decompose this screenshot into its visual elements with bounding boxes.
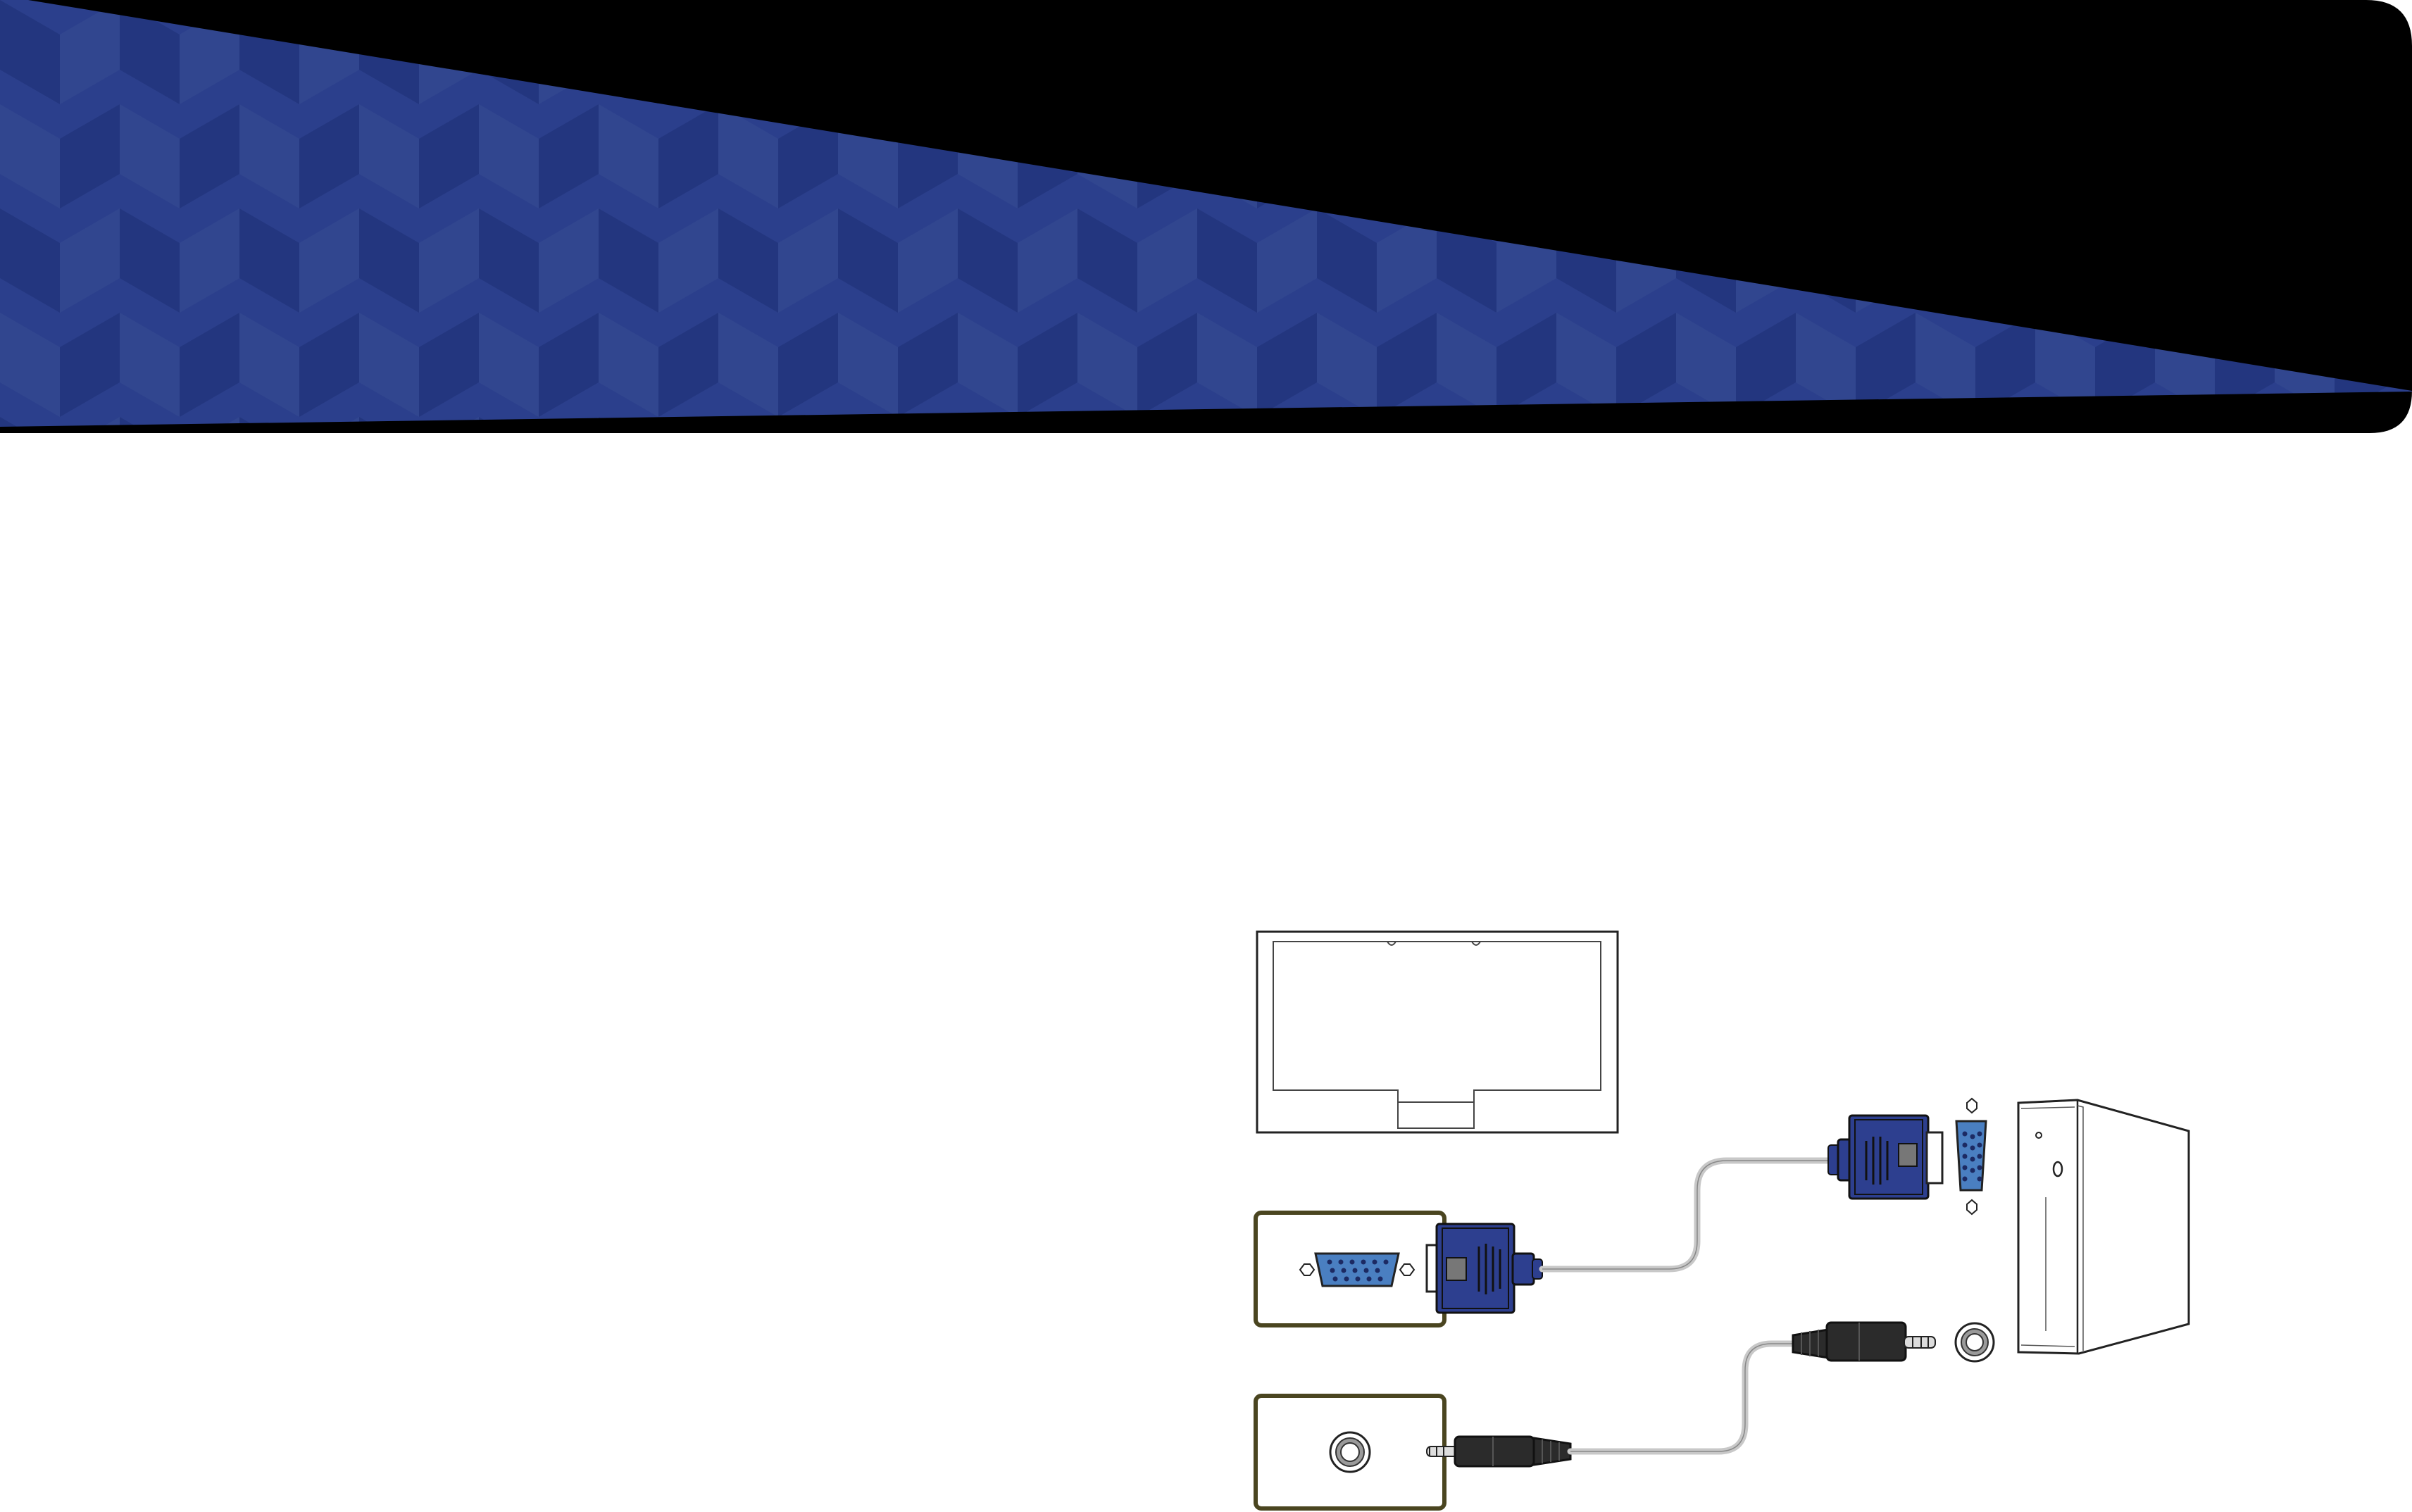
pc-tower-icon xyxy=(2017,1099,2190,1355)
d-sub-connector-icon xyxy=(1827,1114,1944,1200)
audio-cable xyxy=(1567,1340,1796,1455)
stereo-plug-icon xyxy=(1426,1435,1572,1468)
monitor-rear-icon xyxy=(1256,930,1619,1134)
banner-cube-wedge xyxy=(0,0,2412,427)
vga-cable xyxy=(1539,1157,1833,1273)
pc-audio-out-port xyxy=(1954,1322,1995,1363)
monitor-audio-in-port xyxy=(1254,1394,1446,1511)
pc-vga-port xyxy=(1955,1097,1987,1216)
d-sub-connector-icon xyxy=(1425,1223,1543,1314)
monitor-rgb-in-port xyxy=(1254,1211,1446,1327)
header-banner xyxy=(0,0,2412,433)
stereo-plug-icon xyxy=(1792,1321,1936,1362)
